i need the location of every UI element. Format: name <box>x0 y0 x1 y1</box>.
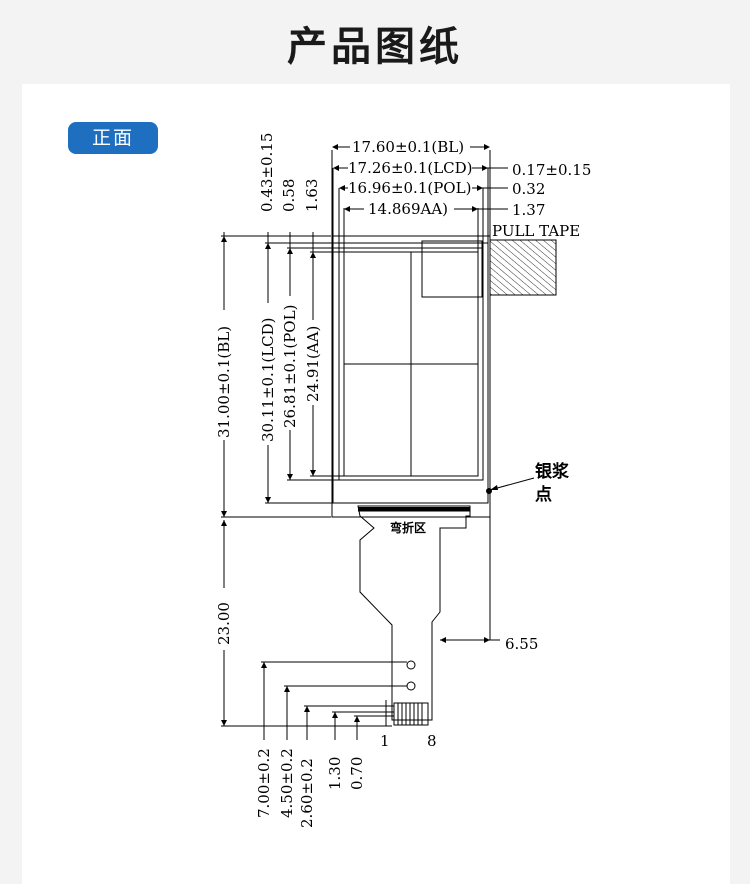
pin-1-label: 1 <box>380 732 390 750</box>
silver-paste-label-2: 点 <box>535 484 552 505</box>
silver-paste-label: 银浆 <box>535 461 570 482</box>
dim-aa-height: 24.91(AA) <box>304 326 322 402</box>
silver-paste-dot <box>486 488 492 494</box>
dim-top-offset-2: 0.58 <box>280 179 298 212</box>
dim-pitch-2: 0.70 <box>348 757 366 790</box>
dim-bl-height: 31.00±0.1(BL) <box>215 326 233 438</box>
dim-right-offset-1: 0.17±0.15 <box>512 161 591 179</box>
dim-hole-1: 7.00±0.2 <box>255 748 273 818</box>
dim-pol-width: 16.96±0.1(POL) <box>348 179 471 197</box>
dim-hole-2: 4.50±0.2 <box>278 748 296 818</box>
module-outline <box>331 235 491 518</box>
dim-lcd-height: 30.11±0.1(LCD) <box>259 317 277 442</box>
dim-fpc-length: 23.00 <box>215 602 233 645</box>
fpc-outline <box>357 505 471 726</box>
dim-lcd-width: 17.26±0.1(LCD) <box>348 159 473 177</box>
front-view-badge: 正面 <box>68 122 158 154</box>
dim-bl-width: 17.60±0.1(BL) <box>352 138 464 156</box>
pin-8-label: 8 <box>427 732 437 750</box>
dim-pitch-1: 1.30 <box>326 757 344 790</box>
dim-hole-3: 2.60±0.2 <box>298 758 316 828</box>
drawing-card <box>22 84 730 884</box>
bend-area-label: 弯折区 <box>390 520 426 535</box>
dimension-arrows <box>221 144 498 726</box>
bond-strip <box>358 507 470 511</box>
page-title: 产品图纸 <box>287 24 463 70</box>
dim-fpc-offset: 6.55 <box>505 635 538 653</box>
dim-top-offset-1: 0.43±0.15 <box>258 133 276 212</box>
pull-tape-area <box>489 239 557 296</box>
dim-right-offset-2: 0.32 <box>512 180 545 198</box>
dim-right-offset-3: 1.37 <box>512 201 545 219</box>
dim-pol-height: 26.81±0.1(POL) <box>281 305 299 428</box>
dim-top-offset-3: 1.63 <box>303 179 321 212</box>
dim-aa-width: 14.869AA) <box>368 200 448 218</box>
dimension-lines <box>221 146 535 740</box>
pull-tape-label: PULL TAPE <box>492 222 580 240</box>
